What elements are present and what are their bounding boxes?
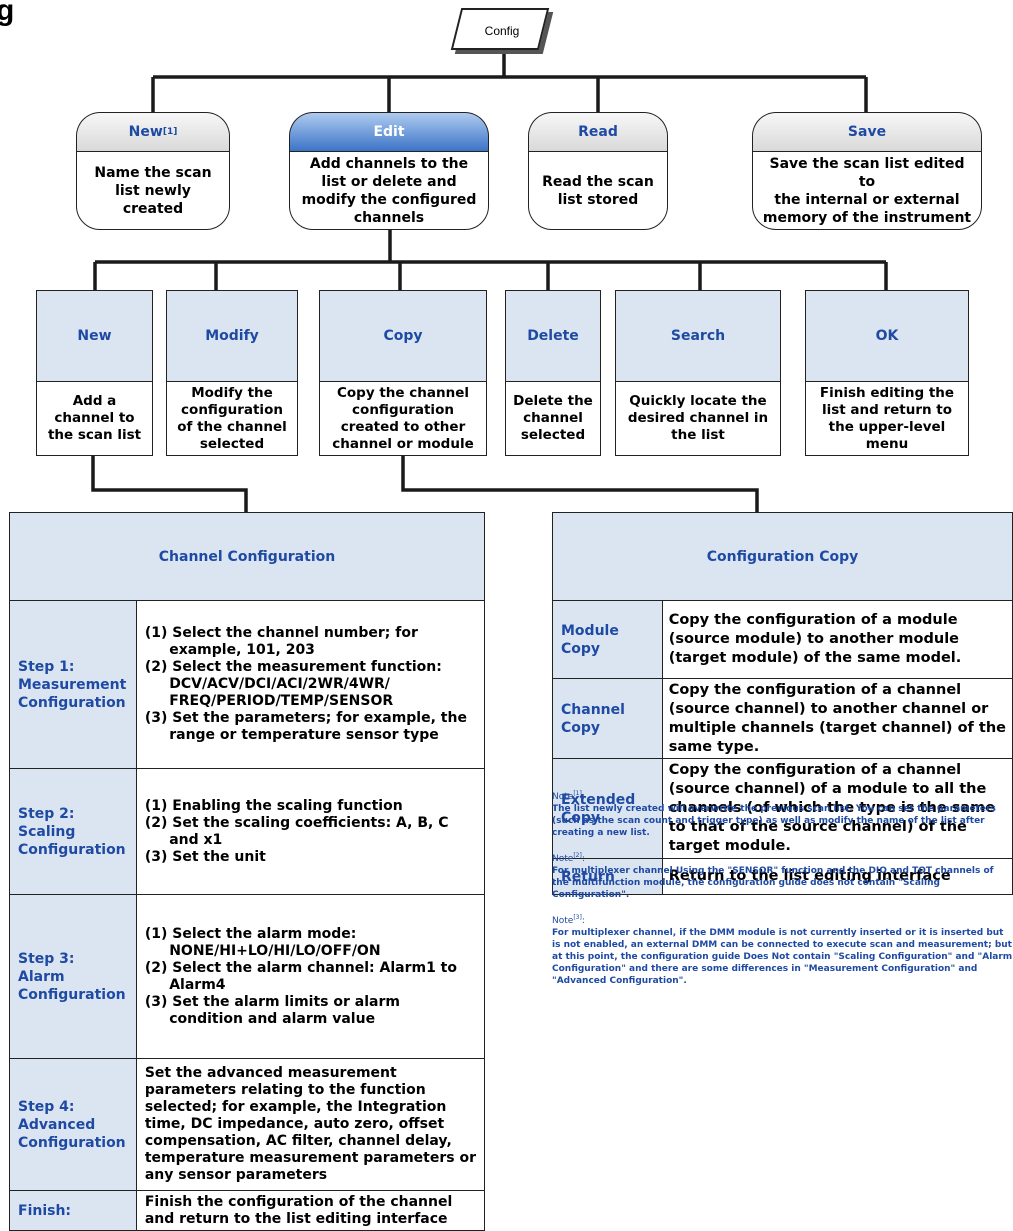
step-description: (1) Select the channel number; for examp… <box>135 600 486 769</box>
footnote-marker: [1] <box>162 127 178 137</box>
configuration-copy-table: Configuration Copy Module Copy Copy the … <box>552 512 1013 895</box>
edit-copy-title: Copy <box>320 291 486 382</box>
menu-new-description: Name the scan list newly created <box>76 151 230 230</box>
step-description: (1) Select the alarm mode: NONE/HI+LO/HI… <box>135 894 486 1059</box>
page-heading-fragment: g <box>0 0 15 27</box>
menu-save-card[interactable]: Save Save the scan list edited to the in… <box>752 112 982 230</box>
step-description: (1) Enabling the scaling function (2) Se… <box>135 768 486 895</box>
table-row: Step 1: Measurement Configuration (1) Se… <box>9 600 486 769</box>
menu-read-description: Read the scan list stored <box>528 151 668 230</box>
edit-modify-description: Modify the configuration of the channel … <box>177 384 287 452</box>
edit-copy-box[interactable]: Copy Copy the channel configuration crea… <box>319 290 487 456</box>
table-row: Step 4: Advanced Configuration Set the a… <box>9 1058 486 1191</box>
note-heading: Note[1]: <box>552 790 585 802</box>
table-row: Module Copy Copy the configuration of a … <box>552 600 1013 679</box>
copy-type-description: Copy the configuration of a channel (sou… <box>661 758 1013 859</box>
copy-type-description: Return to the list editing interface <box>661 858 1013 895</box>
table-row: Step 2: Scaling Configuration (1) Enabli… <box>9 768 486 895</box>
copy-type-description: Copy the configuration of a module (sour… <box>661 600 1013 679</box>
channel-configuration-table: Channel Configuration Step 1: Measuremen… <box>9 512 486 1231</box>
step-label: Step 2: Scaling Configuration <box>9 768 137 895</box>
edit-search-box[interactable]: Search Quickly locate the desired channe… <box>615 290 781 456</box>
step-label: Step 4: Advanced Configuration <box>9 1058 137 1191</box>
edit-ok-title: OK <box>806 291 968 382</box>
menu-read-title: Read <box>528 112 668 151</box>
note-text: For multiplexer channel, if the DMM modu… <box>552 928 1013 986</box>
table-row: Finish: Finish the configuration of the … <box>9 1190 486 1231</box>
edit-new-description: Add a channel to the scan list <box>47 393 142 443</box>
step-label: Finish: <box>9 1190 137 1231</box>
edit-new-title: New <box>37 291 152 382</box>
edit-search-title: Search <box>616 291 780 382</box>
config-root-label: Config <box>484 24 520 38</box>
menu-edit-title: Edit <box>289 112 489 151</box>
footnotes: Note[1]: The list newly created will ove… <box>552 788 1013 987</box>
step-label: Step 1: Measurement Configuration <box>9 600 137 769</box>
copy-type-label: Extended Copy <box>552 758 663 859</box>
note-text: For multiplexer channel Using the "SENSO… <box>552 866 994 900</box>
note-heading: Note[3]: <box>552 914 585 926</box>
edit-ok-box[interactable]: OK Finish editing the list and return to… <box>805 290 969 456</box>
copy-type-label: Channel Copy <box>552 678 663 759</box>
config-root-node[interactable]: Config <box>450 8 554 54</box>
configuration-copy-title: Configuration Copy <box>552 512 1013 601</box>
edit-delete-description: Delete the channel selected <box>513 393 593 443</box>
edit-new-box[interactable]: New Add a channel to the scan list <box>36 290 153 456</box>
copy-type-label: Return <box>552 858 663 895</box>
table-row: Channel Copy Copy the configuration of a… <box>552 678 1013 759</box>
menu-save-description: Save the scan list edited to the interna… <box>752 151 982 230</box>
step-description: Finish the configuration of the channel … <box>135 1190 486 1231</box>
edit-search-description: Quickly locate the desired channel in th… <box>627 393 769 443</box>
note-heading: Note[2]: <box>552 852 585 864</box>
table-row: Extended Copy Copy the configuration of … <box>552 758 1013 859</box>
edit-copy-description: Copy the channel configuration created t… <box>332 384 474 452</box>
step-description: Set the advanced measurement parameters … <box>135 1058 486 1191</box>
edit-modify-title: Modify <box>167 291 297 382</box>
menu-save-title: Save <box>752 112 982 151</box>
edit-delete-title: Delete <box>506 291 600 382</box>
copy-type-description: Copy the configuration of a channel (sou… <box>661 678 1013 759</box>
channel-configuration-title: Channel Configuration <box>9 512 485 601</box>
step-label: Step 3: Alarm Configuration <box>9 894 137 1059</box>
table-row: Return Return to the list editing interf… <box>552 858 1013 895</box>
edit-delete-box[interactable]: Delete Delete the channel selected <box>505 290 601 456</box>
note-text: The list newly created will overwrite th… <box>552 804 996 838</box>
menu-new-card[interactable]: New[1] Name the scan list newly created <box>76 112 230 230</box>
edit-ok-description: Finish editing the list and return to th… <box>819 384 955 452</box>
table-row: Step 3: Alarm Configuration (1) Select t… <box>9 894 486 1059</box>
menu-read-card[interactable]: Read Read the scan list stored <box>528 112 668 230</box>
menu-edit-card[interactable]: Edit Add channels to the list or delete … <box>289 112 489 230</box>
menu-new-title: New[1] <box>76 112 230 151</box>
copy-type-label: Module Copy <box>552 600 663 679</box>
menu-edit-description: Add channels to the list or delete and m… <box>289 151 489 230</box>
edit-modify-box[interactable]: Modify Modify the configuration of the c… <box>166 290 298 456</box>
